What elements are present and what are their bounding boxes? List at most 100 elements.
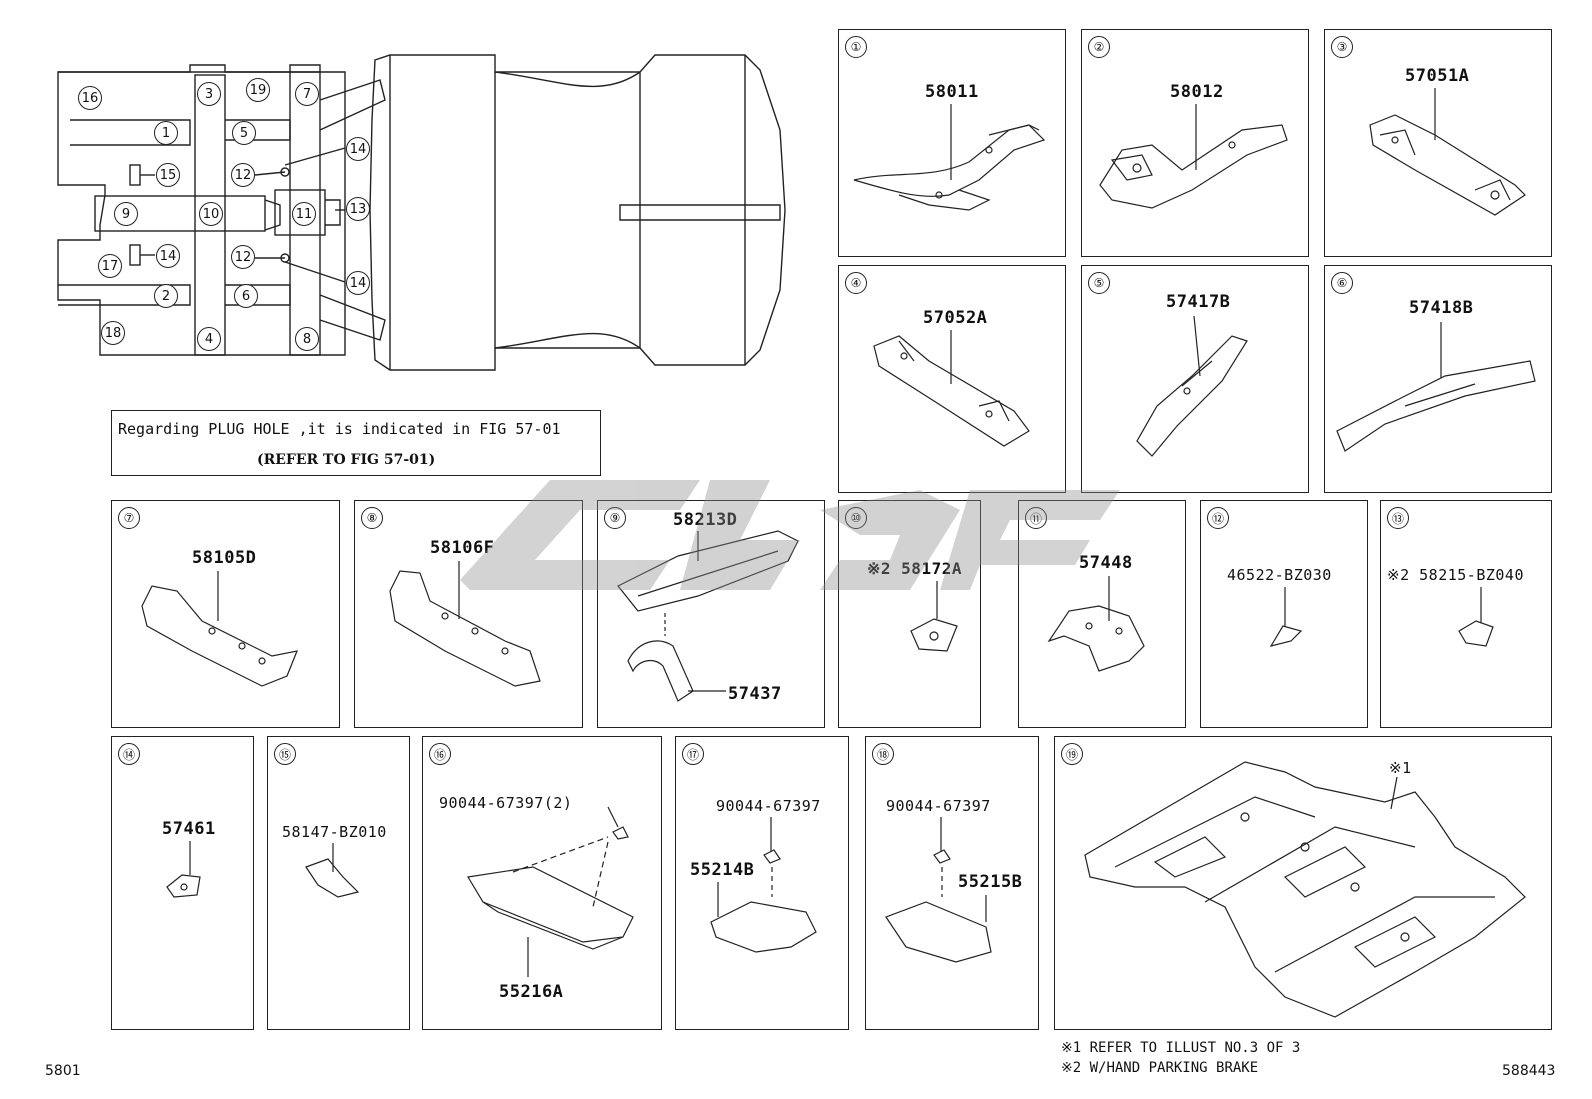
part-58011-drawing	[853, 104, 1046, 211]
panel-6-number: ⑥	[1331, 272, 1353, 294]
panel-11-number: ⑪	[1025, 507, 1047, 529]
overview-callout-19[interactable]: 19	[246, 78, 270, 102]
part-floor-pan-drawing	[1084, 761, 1526, 1018]
overview-callout-12b[interactable]: 12	[231, 245, 255, 269]
part-55215B-drawing	[885, 817, 992, 963]
part-number-90044-67397-b: 90044-67397	[716, 797, 821, 815]
part-number-58105D: 58105D	[192, 548, 257, 568]
panel-9[interactable]: ⑨ 58213D 57437	[597, 500, 825, 728]
part-number-58213D: 58213D	[673, 510, 738, 530]
panel-19[interactable]: ⑲ ※1	[1054, 736, 1552, 1030]
part-58147-BZ010-drawing	[305, 843, 360, 898]
panel-15[interactable]: ⑮ 58147-BZ010	[267, 736, 410, 1030]
panel-4[interactable]: ④ 57052A	[838, 265, 1066, 493]
overview-callout-13[interactable]: 13	[346, 197, 370, 221]
panel-17[interactable]: ⑰ 90044-67397 55214B	[675, 736, 849, 1030]
footnote-1: ※1 REFER TO ILLUST NO.3 OF 3	[1061, 1040, 1301, 1056]
part-number-46522-BZ030: 46522-BZ030	[1227, 566, 1332, 584]
panel-18-number: ⑱	[872, 743, 894, 765]
footnote-2: ※2 W/HAND PARKING BRAKE	[1061, 1060, 1259, 1076]
panel-5[interactable]: ⑤ 57417B	[1081, 265, 1309, 493]
overview-callout-1[interactable]: 1	[154, 121, 178, 145]
panel-4-number: ④	[845, 272, 867, 294]
panel-6[interactable]: ⑥ 57418B	[1324, 265, 1552, 493]
overview-callout-11[interactable]: 11	[292, 202, 316, 226]
panel-1[interactable]: ① 58011	[838, 29, 1066, 257]
panel-15-number: ⑮	[274, 743, 296, 765]
part-58012-drawing	[1099, 104, 1288, 209]
part-number-55214B: 55214B	[690, 860, 755, 880]
panel-16[interactable]: ⑯ 90044-67397(2) 55216A	[422, 736, 662, 1030]
part-number-58215-BZ040: ※2 58215-BZ040	[1387, 566, 1524, 584]
overview-callout-5[interactable]: 5	[232, 121, 256, 145]
plug-hole-note-line2: (REFER TO FIG 57-01)	[257, 452, 436, 468]
panel-7-number: ⑦	[118, 507, 140, 529]
part-57448-drawing	[1047, 576, 1145, 672]
overview-callout-14a[interactable]: 14	[346, 137, 370, 161]
overview-callout-7[interactable]: 7	[295, 82, 319, 106]
overview-diagram: 16 3 19 7 1 5 14 15 12 9 10 11 13 17 14 …	[0, 0, 800, 400]
part-55216A-drawing	[467, 806, 634, 977]
overview-callout-4[interactable]: 4	[197, 327, 221, 351]
part-58106F-drawing	[389, 561, 541, 687]
part-58213D-57437-drawing	[617, 530, 799, 702]
overview-callout-17[interactable]: 17	[98, 254, 122, 278]
part-number-90044-67397-2: 90044-67397(2)	[439, 794, 573, 812]
overview-callout-8[interactable]: 8	[295, 327, 319, 351]
overview-callout-12a[interactable]: 12	[231, 163, 255, 187]
panel-5-number: ⑤	[1088, 272, 1110, 294]
part-number-58012: 58012	[1170, 82, 1224, 102]
panel-12[interactable]: ⑫ 46522-BZ030	[1200, 500, 1368, 728]
page-code-left: 5801	[45, 1063, 81, 1079]
part-57417B-drawing	[1136, 315, 1248, 457]
panel-11[interactable]: ⑪ 57448	[1018, 500, 1186, 728]
panel-8[interactable]: ⑧ 58106F	[354, 500, 583, 728]
overview-callout-18[interactable]: 18	[101, 321, 125, 345]
panel-3[interactable]: ③ 57051A	[1324, 29, 1552, 257]
overview-callout-6[interactable]: 6	[234, 284, 258, 308]
panel-16-number: ⑯	[429, 743, 451, 765]
part-46522-BZ030-drawing	[1269, 587, 1303, 647]
overview-callout-3[interactable]: 3	[197, 82, 221, 106]
part-58215-BZ040-drawing	[1458, 587, 1494, 647]
panel-8-number: ⑧	[361, 507, 383, 529]
panel-2[interactable]: ② 58012	[1081, 29, 1309, 257]
panel-17-number: ⑰	[682, 743, 704, 765]
panel-9-number: ⑨	[604, 507, 626, 529]
overview-callout-2[interactable]: 2	[154, 284, 178, 308]
panel-3-number: ③	[1331, 36, 1353, 58]
part-number-58172A: ※2 58172A	[867, 559, 962, 578]
part-number-90044-67397-c: 90044-67397	[886, 797, 991, 815]
part-58105D-drawing	[141, 571, 298, 687]
panel-13[interactable]: ⑬ ※2 58215-BZ040	[1380, 500, 1552, 728]
plug-hole-note: Regarding PLUG HOLE ,it is indicated in …	[111, 410, 601, 476]
panel-13-number: ⑬	[1387, 507, 1409, 529]
overview-callout-10[interactable]: 10	[199, 202, 223, 226]
part-57418B-drawing	[1336, 322, 1536, 452]
part-58172A-drawing	[910, 581, 958, 652]
part-number-57417B: 57417B	[1166, 292, 1231, 312]
panel-1-number: ①	[845, 36, 867, 58]
panel-19-number: ⑲	[1061, 743, 1083, 765]
part-57461-drawing	[166, 841, 201, 898]
panel-10[interactable]: ⑩ ※2 58172A	[838, 500, 981, 728]
panel-2-number: ②	[1088, 36, 1110, 58]
overview-callout-14c[interactable]: 14	[346, 271, 370, 295]
part-number-57448: 57448	[1079, 553, 1133, 573]
panel-7[interactable]: ⑦ 58105D	[111, 500, 340, 728]
panel-14[interactable]: ⑭ 57461	[111, 736, 254, 1030]
overview-callout-16[interactable]: 16	[78, 86, 102, 110]
part-number-57437: 57437	[728, 684, 782, 704]
overview-callout-9[interactable]: 9	[114, 202, 138, 226]
part-number-57418B: 57418B	[1409, 298, 1474, 318]
panel-14-number: ⑭	[118, 743, 140, 765]
part-number-55215B: 55215B	[958, 872, 1023, 892]
part-55214B-drawing	[710, 817, 817, 953]
overview-callout-15[interactable]: 15	[156, 163, 180, 187]
plug-hole-note-line1: Regarding PLUG HOLE ,it is indicated in …	[118, 420, 561, 438]
panel-18[interactable]: ⑱ 90044-67397 55215B	[865, 736, 1039, 1030]
overview-callout-14b[interactable]: 14	[156, 244, 180, 268]
footnote-mark-1: ※1	[1389, 759, 1412, 777]
part-number-57461: 57461	[162, 819, 216, 839]
part-number-58011: 58011	[925, 82, 979, 102]
